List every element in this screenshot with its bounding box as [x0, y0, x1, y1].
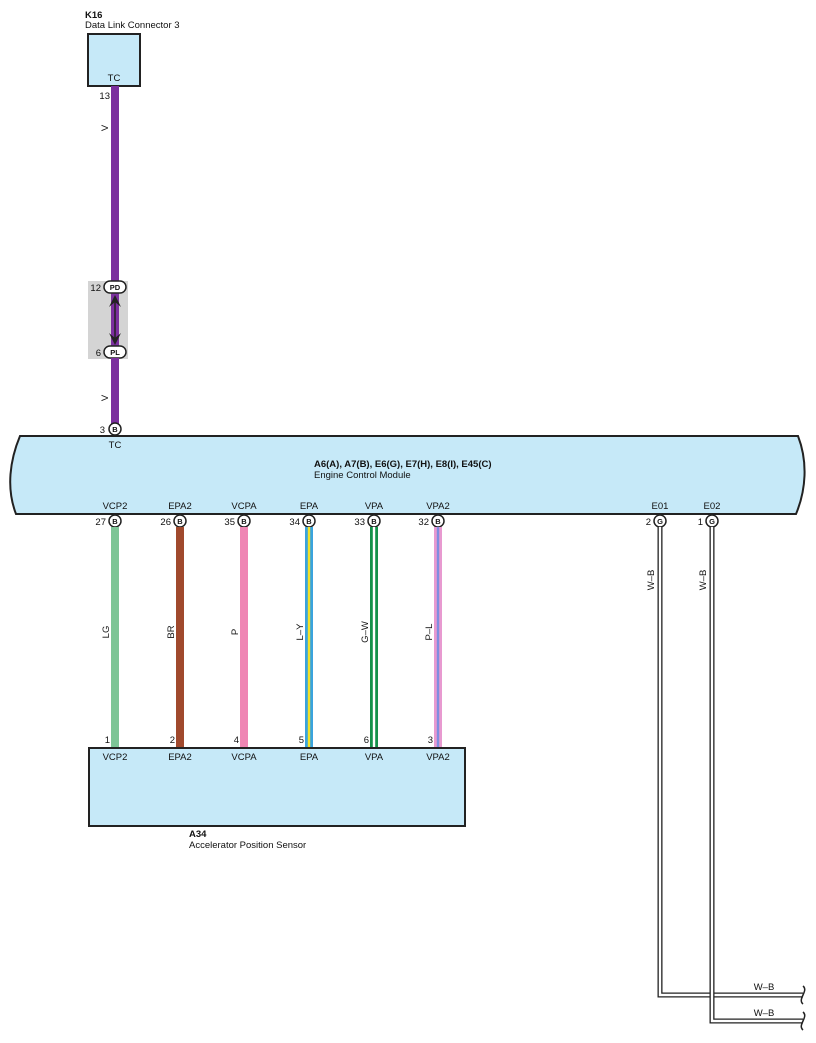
sensor-wire-color-code: P	[230, 629, 241, 635]
a34-name: Accelerator Position Sensor	[189, 840, 306, 851]
sensor-wire	[240, 527, 248, 748]
wire-break-icon	[800, 985, 806, 1005]
a34-terminal-name: EPA2	[168, 752, 192, 763]
ground-wire-outline	[709, 527, 803, 1024]
ecm-terminal-connector: B	[371, 517, 377, 526]
ecm-terminal-connector: G	[657, 517, 663, 526]
ground-wire-color-code: W–B	[646, 570, 657, 591]
ecm-terminal-pin: 26	[160, 517, 171, 528]
junction-up-arrow-icon	[109, 295, 121, 307]
sensor-wire-color-code: G–W	[360, 621, 371, 643]
ground-wire-end-label: W–B	[754, 982, 775, 993]
wire-junction-to-ecm	[111, 358, 119, 424]
ecm-tc-name: TC	[109, 440, 122, 451]
a34-terminal-name: VPA2	[426, 752, 450, 763]
k16-code: K16	[85, 10, 102, 21]
ground-wire-color-code: W–B	[698, 570, 709, 591]
ecm-terminal-name: E02	[704, 501, 721, 512]
sensor-wires: LG BR P L–Y G–W P–L	[101, 527, 442, 748]
junction-bottom-code: PL	[110, 348, 120, 357]
ecm-terminal-name: EPA2	[168, 501, 192, 512]
junction-top-code: PD	[110, 283, 121, 292]
ground-wire	[658, 527, 803, 997]
sensor-wire	[111, 527, 119, 748]
a34-terminal-pin: 4	[234, 735, 239, 746]
ecm-terminal-pin: 32	[418, 517, 429, 528]
junction-down-arrow-icon	[109, 333, 121, 345]
ecm-terminal-name: VCPA	[231, 501, 257, 512]
k16-terminal-label: TC	[108, 73, 121, 84]
ecm-terminal-pin: 33	[354, 517, 365, 528]
wire-k16-color-code: V	[100, 124, 111, 131]
ecm-terminal-pin: 1	[698, 517, 703, 528]
ecm-terminal-connector: B	[112, 517, 118, 526]
ground-wire-outline	[657, 527, 803, 998]
a34-terminal-pin: 5	[299, 735, 304, 746]
sensor-wire-stripe	[307, 527, 311, 748]
ground-wire	[710, 527, 803, 1023]
sensor-wire-color-code: P–L	[424, 624, 435, 641]
ecm-terminal-name: VCP2	[103, 501, 128, 512]
ecm-name: Engine Control Module	[314, 470, 411, 481]
ecm-terminal-pin: 27	[95, 517, 106, 528]
ecm-box	[9, 435, 806, 515]
a34-terminal-pin: 2	[170, 735, 175, 746]
a34-terminal-pin: 3	[428, 735, 433, 746]
sensor-wire-stripe	[436, 527, 440, 748]
a34-terminal-name: EPA	[300, 752, 319, 763]
a34-sensor-box	[88, 747, 466, 827]
ecm-connector-codes: A6(A), A7(B), E6(G), E7(H), E8(I), E45(C…	[314, 459, 492, 470]
sensor-wire	[176, 527, 184, 748]
k16-pin-number: 13	[99, 91, 110, 102]
ecm-tc-connector: B	[112, 425, 118, 434]
a34-terminal-name: VPA	[365, 752, 384, 763]
sensor-wire-color-code: LG	[101, 626, 112, 639]
wire-k16-to-junction	[111, 86, 119, 282]
ecm-terminal-connector: B	[241, 517, 247, 526]
ground-wire-end-label: W–B	[754, 1008, 775, 1019]
a34-terminal-name: VCP2	[103, 752, 128, 763]
ecm-terminal-pin: 2	[646, 517, 651, 528]
ecm-terminal-connector: B	[435, 517, 441, 526]
ecm-tc-pin: 3	[100, 425, 105, 436]
a34-terminal-pin: 1	[105, 735, 110, 746]
ecm-tc-terminal	[108, 422, 122, 436]
junction-top-terminal	[103, 280, 127, 294]
ecm-terminal-connector: B	[177, 517, 183, 526]
ecm-terminal-connector: G	[709, 517, 715, 526]
ecm-terminal-connector: B	[306, 517, 312, 526]
sensor-wire-stripe	[372, 527, 376, 748]
junction-top-pin: 12	[90, 283, 101, 294]
ecm-terminal-name: VPA	[365, 501, 384, 512]
ecm-terminal-pin: 34	[289, 517, 300, 528]
ground-wires: W–B W–B W–B W–B	[646, 527, 806, 1031]
ecm-terminal-pin: 35	[224, 517, 235, 528]
sensor-wire-color-code: L–Y	[295, 623, 306, 641]
wire-ecm-color-code: V	[100, 394, 111, 401]
sensor-wire-color-code: BR	[166, 625, 177, 638]
a34-terminal-pin: 6	[364, 735, 369, 746]
k16-name: Data Link Connector 3	[85, 20, 180, 31]
ecm-terminal-name: E01	[652, 501, 669, 512]
junction-bottom-pin: 6	[96, 348, 101, 359]
ecm-terminal-name: EPA	[300, 501, 319, 512]
a34-code: A34	[189, 829, 207, 840]
ecm-terminal-name: VPA2	[426, 501, 450, 512]
a34-terminal-name: VCPA	[231, 752, 257, 763]
wire-break-icon	[800, 1011, 806, 1031]
